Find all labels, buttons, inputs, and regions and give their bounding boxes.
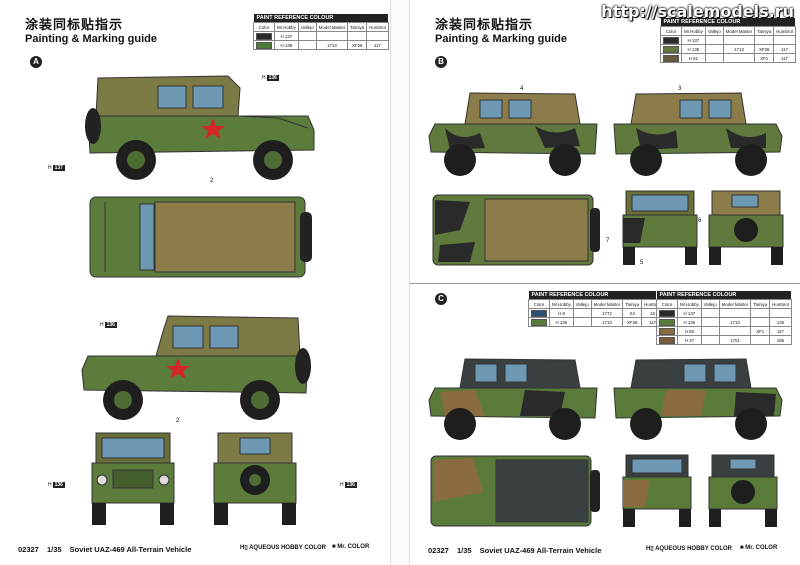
table-header: PAINT REFERENCE COLOUR — [656, 291, 792, 300]
callout-number-5: 5 — [640, 260, 644, 266]
cell-humbrol: 117 — [366, 40, 389, 50]
chinese-title: 涂装同标贴指示 — [25, 18, 124, 33]
cell-humbrol — [366, 31, 389, 41]
legend-mr-color: ■ Mr. COLOR — [740, 545, 778, 551]
callout-number-4: 4 — [520, 86, 524, 92]
callout-number: 2 — [210, 178, 214, 184]
cell-tamiya: XF26 — [347, 40, 368, 50]
cell-hobby: H 137 — [274, 31, 299, 41]
uaz-front-view — [91, 432, 175, 525]
footer: 02327 1/35 Soviet UAZ-469 All-Terrain Ve… — [428, 546, 602, 555]
uaz-side-view-right — [85, 75, 315, 180]
col-modelmaster: Model Master — [315, 22, 349, 32]
footer-code: 02327 — [18, 545, 39, 554]
cell-tamiya — [347, 31, 368, 41]
callout-number-2: 2 — [176, 418, 180, 424]
col-mrhobby: Mr.Hobby — [681, 26, 706, 36]
scheme-c-badge: C — [435, 293, 447, 305]
table-row: H 137 — [660, 35, 796, 45]
scheme-c-front-view — [622, 454, 692, 527]
scheme-c-rear-view — [708, 454, 778, 527]
english-title: Painting & Marking guide — [435, 33, 568, 45]
col-humbrol: Humbrol — [366, 22, 389, 32]
scheme-b-side-view-left — [428, 92, 598, 176]
col-tamiya: Tamiya — [754, 26, 775, 36]
scheme-a-badge: A — [30, 56, 42, 68]
col-mrhobby: Mr.Hobby — [274, 22, 299, 32]
table-row: H 137 — [656, 308, 792, 318]
scheme-b-rear-view — [708, 190, 784, 265]
callout-number-7: 7 — [606, 238, 610, 244]
col-color: Color — [660, 26, 682, 36]
scheme-b-badge: B — [435, 56, 447, 68]
table-header: PAINT REFERENCE COLOUR — [253, 14, 389, 23]
cell-mm: 1713 — [315, 40, 349, 50]
footer-name: Soviet UAZ-469 All-Terrain Vehicle — [69, 545, 192, 554]
scheme-b-top-view — [432, 194, 600, 266]
english-title: Painting & Marking guide — [25, 33, 157, 45]
paint-reference-table-b: PAINT REFERENCE COLOUR Color Mr.Hobby Va… — [660, 18, 796, 63]
col-vallejo: Vallejo — [297, 22, 317, 32]
cell-vallejo — [297, 40, 317, 50]
color-swatch — [663, 45, 679, 53]
table-header: PAINT REFERENCE COLOUR — [660, 18, 796, 27]
page-gutter — [390, 0, 410, 564]
col-humbrol: Humbrol — [773, 26, 796, 36]
watermark: http://scalemodels.ru — [601, 2, 794, 21]
scheme-b-side-view-right — [613, 92, 783, 176]
footer: 02327 1/35 Soviet UAZ-469 All-Terrain Ve… — [18, 545, 197, 554]
col-tamiya: Tamiya — [347, 22, 368, 32]
color-swatch — [663, 54, 679, 62]
scheme-b-front-view — [622, 190, 698, 265]
color-swatch — [663, 36, 679, 44]
paint-reference-table-a: PAINT REFERENCE COLOUR Color Mr.Hobby Va… — [253, 14, 389, 50]
col-vallejo: Vallejo — [704, 26, 724, 36]
footer-scale: 1/35 — [46, 545, 62, 554]
right-instruction-page: 涂装同标贴指示 Painting & Marking guide B PAINT… — [410, 0, 800, 564]
cell-mm — [315, 31, 349, 41]
scheme-c-top-view — [430, 455, 600, 527]
cell-vallejo — [297, 31, 317, 41]
col-color: Color — [253, 22, 275, 32]
english-title-text: Painting & Marking guide — [25, 33, 158, 45]
legend-aqueous: H▯ AQUEOUS HOBBY COLOR — [240, 545, 326, 551]
color-swatch — [256, 32, 272, 40]
cell-hobby: H 136 — [274, 40, 299, 50]
table-row: H 137 — [253, 31, 389, 41]
scheme-c-side-view-right — [613, 358, 783, 440]
scheme-c-side-view-left — [428, 358, 598, 440]
table-header: PAINT REFERENCE COLOUR — [528, 291, 664, 300]
legend-aqueous: H▯ AQUEOUS HOBBY COLOR — [646, 546, 732, 552]
uaz-side-view-left — [81, 315, 311, 420]
color-swatch — [256, 41, 272, 49]
uaz-top-view — [89, 196, 312, 278]
col-modelmaster: Model Master — [722, 26, 756, 36]
callout-number-3: 3 — [678, 86, 682, 92]
table-row: H 136 1713 XF26 117 — [253, 40, 389, 50]
legend-mr-color: ■ Mr. COLOR — [332, 544, 370, 550]
left-instruction-page: 涂装同标贴指示 Painting & Marking guide A PAINT… — [0, 0, 390, 564]
chinese-title: 涂装同标贴指示 — [435, 18, 534, 33]
uaz-rear-view — [213, 432, 297, 525]
callout-number-6: 6 — [698, 218, 702, 224]
